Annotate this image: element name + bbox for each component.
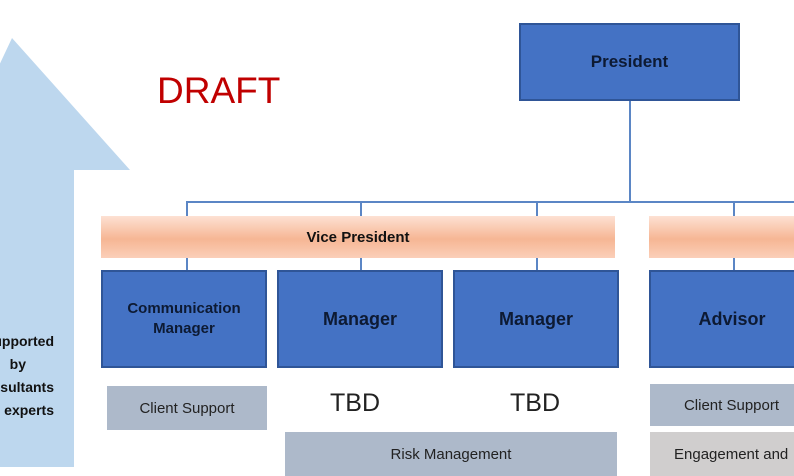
tbd-label: TBD (510, 389, 560, 417)
vice-president-bar[interactable]: Vice President (101, 216, 615, 258)
draft-label: DRAFT (157, 70, 281, 111)
client-support-label: Client Support (683, 396, 780, 414)
president-label: President (590, 51, 669, 71)
connector-line (186, 201, 794, 203)
arrow-caption-line: by (9, 356, 26, 372)
manager-label: Manager (498, 308, 574, 329)
client-support-box[interactable]: Client Support (650, 384, 794, 426)
vice-president-label: Vice President (306, 228, 410, 246)
client-support-box[interactable]: Client Support (107, 386, 267, 430)
advisor-label: Advisor (698, 308, 766, 329)
manager-box[interactable]: Manager (277, 270, 443, 368)
arrow-caption-line: consultants (0, 379, 54, 395)
arrow-caption-line: and experts (0, 402, 54, 418)
connector-line (629, 100, 631, 202)
arrow-caption-line: Supported (0, 333, 54, 349)
manager-label: Manager (322, 308, 398, 329)
upward-arrow-shape (0, 38, 130, 467)
president-box[interactable]: President (519, 23, 740, 101)
second-header-bar[interactable] (649, 216, 794, 258)
communication-manager-box[interactable]: Communication Manager (101, 270, 267, 368)
risk-management-box[interactable]: Risk Management (285, 432, 617, 476)
risk-management-label: Risk Management (390, 445, 512, 463)
tbd-label: TBD (330, 389, 380, 417)
engagement-box[interactable]: Engagement and (650, 432, 794, 476)
advisor-box[interactable]: Advisor (649, 270, 794, 368)
arrow-caption: Supported by consultants and experts (0, 330, 54, 422)
manager-box[interactable]: Manager (453, 270, 619, 368)
engagement-label: Engagement and (674, 445, 789, 463)
communication-manager-label: Communication Manager (127, 299, 241, 337)
client-support-label: Client Support (139, 399, 235, 417)
